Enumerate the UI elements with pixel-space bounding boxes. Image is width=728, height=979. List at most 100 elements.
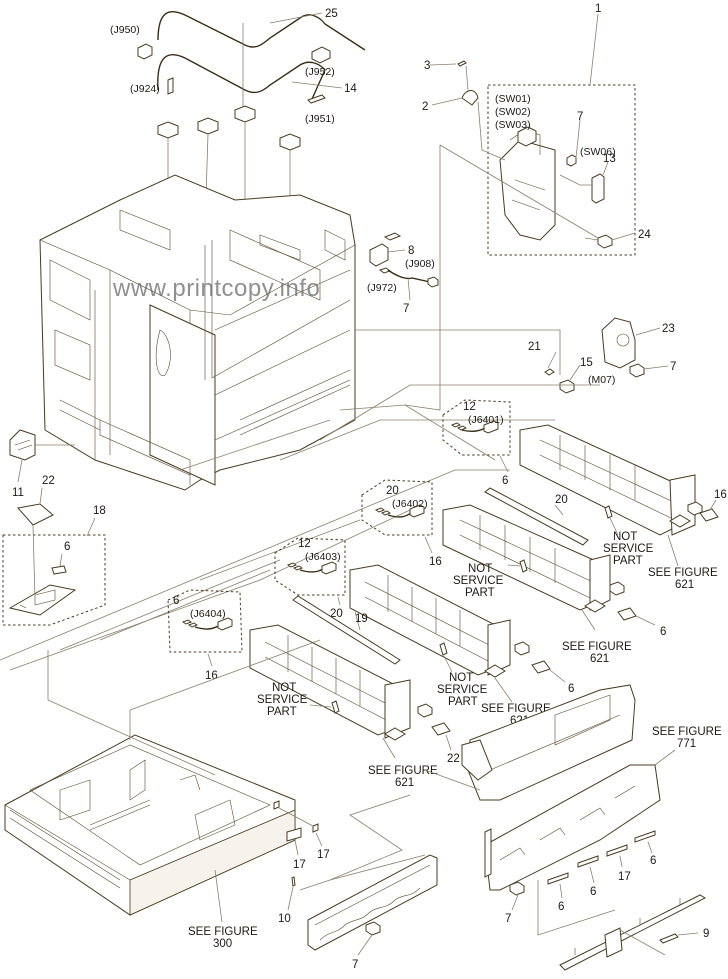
- part-12-rod-lower: [292, 595, 401, 665]
- see-figure-621-b-num: 621: [590, 653, 609, 665]
- part-5-cam: [431, 90, 506, 161]
- see-figure-621-d: SEE FIGURE: [368, 765, 438, 777]
- callout-6a: 16: [714, 489, 727, 501]
- label-m07: (M07): [588, 374, 615, 386]
- guide-line-duct: [424, 769, 481, 791]
- callout-17a: 17: [317, 849, 330, 861]
- leader-14: [291, 81, 343, 89]
- callout-1: 1: [595, 3, 601, 15]
- label-sw06: (SW06): [580, 146, 616, 158]
- see-figure-300-num: 300: [213, 938, 232, 950]
- callout-11: 11: [12, 487, 24, 499]
- nsp-4-line3: PART: [267, 706, 297, 718]
- assembly-16a-boundary: [361, 479, 433, 536]
- callout-15: 6: [502, 475, 508, 487]
- nsp-2-line2: SERVICE: [453, 575, 504, 587]
- assembly-1-boundary: [487, 84, 636, 256]
- part-20b-sensor-cable: [286, 561, 337, 575]
- callout-7-top: 24: [638, 229, 651, 241]
- part-19-sheet: [17, 503, 54, 526]
- guide-line-tray: [47, 650, 216, 776]
- callout-23: 21: [528, 341, 541, 353]
- part-spring-nsp-4: [309, 700, 340, 714]
- nsp-1-line1: NOT: [613, 531, 637, 543]
- callout-7-rail: 7: [505, 913, 511, 925]
- callout-6h: 6: [650, 855, 656, 867]
- label-j6404: (J6404): [190, 608, 226, 620]
- callout-17b: 17: [293, 859, 306, 871]
- see-figure-300: SEE FIGURE: [188, 926, 258, 938]
- label-j924: (J924): [130, 83, 160, 95]
- part-22-panel: [8, 584, 77, 616]
- callout-14: 14: [344, 83, 357, 95]
- callout-7-motor: 7: [670, 361, 676, 373]
- callout-6e: 6: [558, 901, 564, 913]
- lower-rail-frame: [484, 764, 661, 911]
- label-j950: (J950): [110, 24, 140, 36]
- callout-25: 25: [325, 8, 338, 20]
- nsp-1-line3: PART: [613, 555, 643, 567]
- label-sw03: (SW03): [495, 119, 531, 131]
- assembly-16c-boundary: [167, 589, 243, 653]
- callout-10: 10: [278, 913, 291, 925]
- leader-25: [269, 12, 323, 24]
- part-2-switch: [559, 161, 609, 204]
- assembly-22-boundary: [2, 534, 106, 626]
- part-10-spring: [287, 876, 296, 911]
- part-3-switch: [566, 119, 581, 167]
- callout-9: 9: [703, 928, 709, 940]
- see-figure-771: SEE FIGURE: [652, 726, 722, 738]
- callout-7-mid: 15: [580, 357, 593, 369]
- see-figure-621-d-num: 621: [395, 777, 414, 789]
- callout-12a: 20: [555, 494, 568, 506]
- cable-assembly-25: [137, 11, 366, 64]
- assembly-16b-boundary: [274, 537, 346, 596]
- callout-24: 7: [403, 303, 409, 315]
- toner-cartridge-unit-1: [519, 424, 703, 536]
- callout-18: 6: [64, 541, 70, 553]
- part-12-rod-upper: [484, 487, 589, 546]
- callout-19: 22: [42, 475, 55, 487]
- callout-20b: 12: [298, 538, 311, 550]
- callout-2: 13: [603, 153, 616, 165]
- label-j908: (J908): [405, 258, 435, 270]
- part-13-bracket: [369, 232, 406, 267]
- callout-20a: 20: [386, 485, 399, 497]
- callout-21: 12: [463, 401, 476, 413]
- part-18-label: [51, 565, 67, 575]
- callout-6f: 6: [590, 886, 596, 898]
- callout-16a: 16: [429, 556, 442, 568]
- paper-guide-bar: [299, 794, 438, 956]
- callout-7-tray: 7: [352, 959, 358, 971]
- screw-7-top: [439, 144, 636, 249]
- part-20a-sensor-cable: [374, 504, 425, 518]
- callout-4: 3: [424, 60, 430, 72]
- nsp-2-line3: PART: [465, 587, 495, 599]
- see-figure-621-a-num: 621: [675, 579, 694, 591]
- nsp-3-line2: SERVICE: [437, 684, 488, 696]
- watermark-text: www.printcopy.info: [112, 275, 320, 302]
- see-figure-621-a: SEE FIGURE: [648, 567, 718, 579]
- label-j6402: (J6402): [392, 498, 428, 510]
- cable-assembly-14: [157, 54, 326, 104]
- label-j951: (J951): [305, 113, 335, 125]
- toner-cartridge-unit-3: [349, 564, 530, 678]
- part-1-switch-bracket: [499, 126, 556, 241]
- toner-cartridge-unit-2: [442, 504, 625, 613]
- callout-6b: 6: [660, 626, 666, 638]
- guide-lines: [0, 329, 600, 671]
- label-j972: (J972): [367, 282, 397, 294]
- nsp-4-line1: NOT: [272, 682, 296, 694]
- paper-tray: [4, 734, 296, 916]
- part-23-spring: [544, 351, 581, 394]
- callout-6g: 17: [618, 871, 631, 883]
- main-frame: [39, 174, 356, 491]
- toner-cartridge-unit-4: [249, 624, 433, 741]
- callout-13: 8: [408, 245, 414, 257]
- bottom-guide-rail: [537, 880, 707, 971]
- part-21-sensor-cable: [450, 420, 499, 434]
- part-24-cable: [378, 267, 439, 301]
- part-20c-sensor-cable: [181, 617, 233, 631]
- see-figure-621-c: SEE FIGURE: [481, 703, 551, 715]
